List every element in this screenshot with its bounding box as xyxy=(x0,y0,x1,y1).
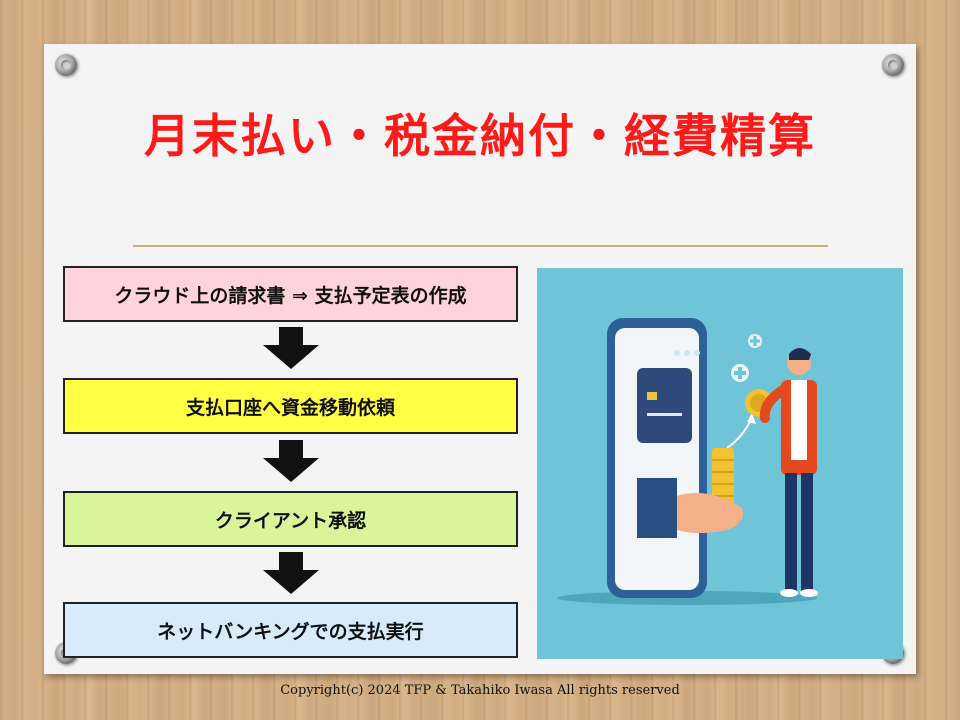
down-arrow-icon xyxy=(263,552,319,594)
title-divider xyxy=(133,245,828,247)
step-box-1: クラウド上の請求書 ⇒ 支払予定表の作成 xyxy=(63,266,518,322)
step-label: 支払口座へ資金移動依頼 xyxy=(185,396,395,419)
down-arrow-icon xyxy=(263,327,319,369)
step-box-4: ネットバンキングでの支払実行 xyxy=(63,602,518,658)
step-label: ネットバンキングでの支払実行 xyxy=(157,620,424,643)
step-box-2: 支払口座へ資金移動依頼 xyxy=(63,378,518,434)
page-title: 月末払い・税金納付・経費精算 xyxy=(144,109,816,163)
pin-icon xyxy=(55,54,77,76)
copyright-footer: Copyright(c) 2024 TFP & Takahiko Iwasa A… xyxy=(280,683,680,698)
phone-payment-illustration xyxy=(537,268,903,659)
step-box-3: クライアント承認 xyxy=(63,491,518,547)
down-arrow-icon xyxy=(263,440,319,482)
illustration-art xyxy=(557,318,818,605)
pin-icon xyxy=(882,54,904,76)
step-label: クラウド上の請求書 ⇒ 支払予定表の作成 xyxy=(114,284,467,307)
step-label: クライアント承認 xyxy=(214,509,367,532)
